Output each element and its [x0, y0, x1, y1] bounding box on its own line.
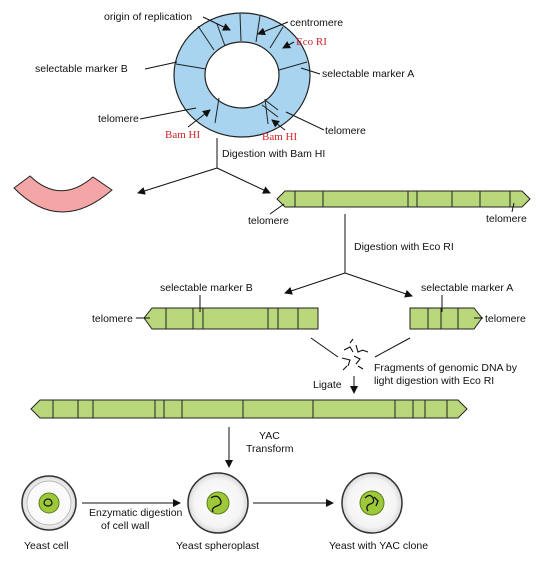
- label-fragments-line1: Fragments of genomic DNA by: [374, 362, 518, 374]
- converge-left: [310, 337, 339, 358]
- yeast-yac-clone: [341, 472, 403, 534]
- eco-ri-pointer: [282, 41, 295, 49]
- label-telomere-step1-left: telomere: [248, 215, 289, 227]
- label-digestion-bam-hi: Digestion with Bam HI: [222, 148, 325, 160]
- converge-right: [374, 337, 411, 358]
- step2-arrow-right: [344, 272, 413, 298]
- bam-hi-right-pointer: [271, 119, 286, 131]
- label-centromere: centromere: [290, 17, 343, 29]
- label-enzymatic-line1: Enzymatic digestion: [89, 507, 183, 519]
- label-telomere-arm-right: telomere: [485, 313, 526, 325]
- label-digestion-eco-ri: Digestion with Eco RI: [354, 241, 454, 253]
- plasmid-segment-dividers: [175, 13, 308, 125]
- label-bam-hi-right: Bam HI: [262, 131, 297, 143]
- step2-arrow-left: [284, 272, 346, 295]
- telomere-left-leader: [139, 107, 197, 120]
- label-selectable-marker-b: selectable marker B: [35, 63, 128, 75]
- plasmid-ring: [173, 12, 311, 138]
- label-telomere-plasmid-right: telomere: [325, 125, 366, 137]
- step1-arrow-left: [137, 167, 218, 195]
- marker-b-leader: [144, 61, 178, 70]
- label-selectable-marker-b-arm: selectable marker B: [160, 282, 253, 294]
- label-selectable-marker-a: selectable marker A: [322, 68, 414, 80]
- origin-pointer: [202, 16, 231, 31]
- label-yeast-yac-clone: Yeast with YAC clone: [329, 540, 428, 552]
- label-origin-of-replication: origin of replication: [104, 11, 192, 23]
- label-selectable-marker-a-arm: selectable marker A: [421, 282, 513, 294]
- telomere-step1-left-leader: [269, 203, 285, 215]
- label-bam-hi-left: Bam HI: [165, 129, 200, 141]
- label-telomere-step1-right: telomere: [486, 213, 527, 225]
- yeast-cell: [21, 475, 77, 531]
- genomic-dna-fragments-icon: [341, 338, 369, 371]
- marker-a-leader: [300, 67, 321, 75]
- yac-plasmid: [173, 12, 311, 138]
- recombinant-yac: [30, 399, 468, 419]
- label-eco-ri-plasmid: Eco RI: [296, 36, 327, 48]
- step1-arrow-right: [216, 167, 271, 194]
- excised-fragment: [13, 175, 113, 213]
- linear-yac-arms: [276, 190, 531, 208]
- telomere-step1-right-leader: [511, 202, 515, 213]
- label-yeast-cell: Yeast cell: [24, 540, 69, 552]
- bam-hi-left-pointer: [187, 109, 211, 128]
- label-ligate: Ligate: [313, 379, 342, 391]
- label-yeast-spheroplast: Yeast spheroplast: [176, 540, 259, 552]
- yeast-spheroplast: [187, 472, 249, 534]
- label-transform: Transform: [246, 443, 294, 455]
- label-enzymatic-line2: of cell wall: [101, 520, 149, 532]
- right-arm-marker-a: [409, 307, 483, 330]
- left-arm-marker-b: [143, 307, 319, 330]
- label-yac: YAC: [259, 430, 280, 442]
- label-telomere-plasmid-left: telomere: [98, 113, 139, 125]
- telomere-right-leader: [285, 111, 325, 131]
- centromere-pointer: [257, 21, 289, 36]
- label-fragments-line2: light digestion with Eco RI: [374, 375, 494, 387]
- label-telomere-arm-left: telomere: [92, 313, 133, 325]
